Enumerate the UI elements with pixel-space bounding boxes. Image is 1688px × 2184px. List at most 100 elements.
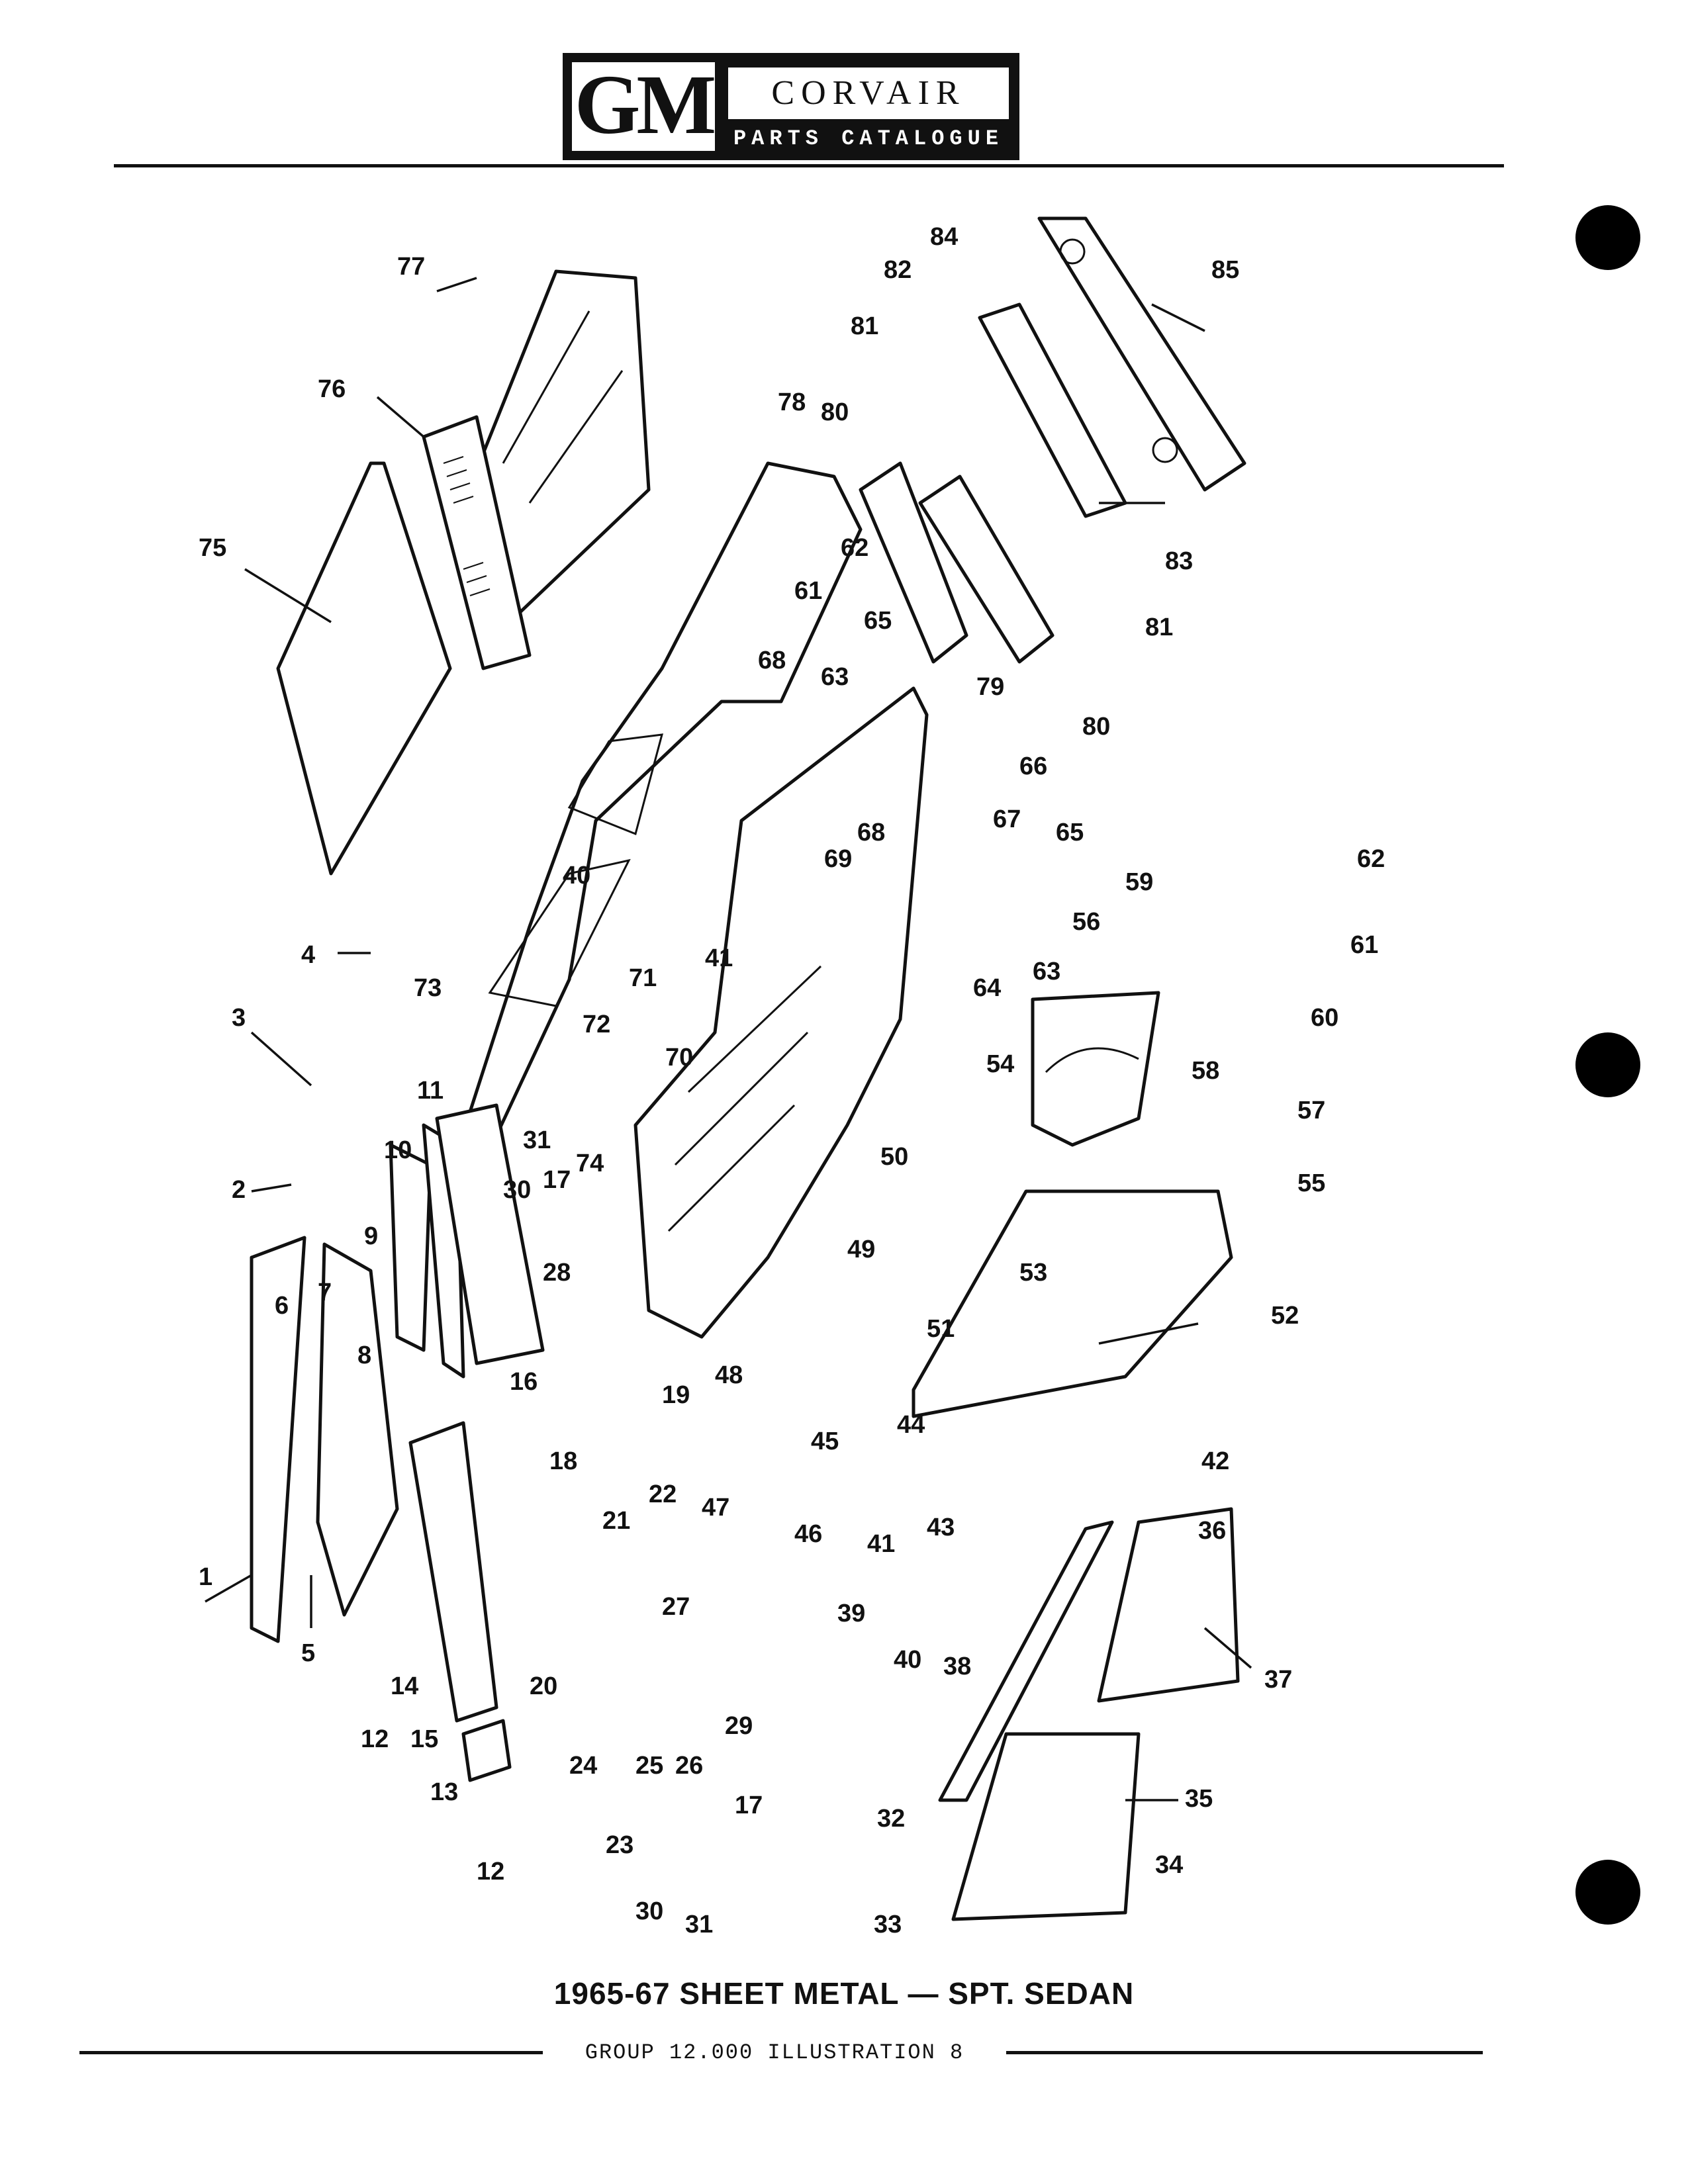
callout-84: 84 xyxy=(930,223,958,251)
part-floor-pan xyxy=(633,686,929,1339)
callout-37: 37 xyxy=(1264,1666,1292,1694)
callout-85: 85 xyxy=(1211,256,1239,284)
callout-57: 57 xyxy=(1297,1097,1325,1124)
part-front-rocker-13 xyxy=(408,1421,498,1723)
callout-15: 15 xyxy=(410,1725,438,1753)
callout-55: 55 xyxy=(1297,1169,1325,1197)
diagram-callouts: 1 2 3 4 5 6 7 8 9 10 11 12 12 13 14 15 1… xyxy=(199,223,1385,1938)
callout-78: 78 xyxy=(778,388,806,416)
callout-35: 35 xyxy=(1185,1785,1213,1813)
part-rocker-38 xyxy=(938,1520,1114,1802)
callout-17: 17 xyxy=(543,1166,571,1194)
callout-3: 3 xyxy=(232,1004,246,1032)
callout-40-b: 40 xyxy=(894,1646,921,1674)
callout-61-b: 61 xyxy=(1350,931,1378,959)
callout-59: 59 xyxy=(1125,868,1153,896)
gm-logo-mark: GM xyxy=(572,58,716,151)
callout-13: 13 xyxy=(430,1778,458,1806)
leader-37 xyxy=(1203,1627,1252,1669)
illustration-caption: 1965-67 SHEET METAL — SPT. SEDAN xyxy=(553,1976,1135,2011)
part-rear-door-35 xyxy=(951,1732,1141,1921)
callout-23: 23 xyxy=(606,1831,633,1859)
callout-28: 28 xyxy=(543,1259,571,1287)
callout-56: 56 xyxy=(1072,908,1100,936)
gm-corvair-logo: GM CORVAIR PARTS CATALOGUE xyxy=(563,53,1019,160)
callout-70: 70 xyxy=(665,1044,693,1071)
callout-71: 71 xyxy=(629,964,657,992)
part-rear-panel-79 xyxy=(918,475,1055,664)
part-rear-panel-83 xyxy=(978,302,1127,518)
callout-36: 36 xyxy=(1198,1517,1226,1545)
diagram-leader-lines xyxy=(205,277,1252,1801)
part-body-openings xyxy=(488,733,664,1007)
callout-21: 21 xyxy=(602,1507,630,1535)
callout-74: 74 xyxy=(576,1150,604,1177)
callout-79: 79 xyxy=(976,673,1004,701)
callout-41-b: 41 xyxy=(867,1530,895,1558)
part-quarter-panel-52 xyxy=(912,1189,1233,1418)
callout-69: 69 xyxy=(824,845,852,873)
callout-9: 9 xyxy=(364,1222,378,1250)
callout-2: 2 xyxy=(232,1176,246,1204)
callout-20: 20 xyxy=(530,1672,557,1700)
callout-17-b: 17 xyxy=(735,1792,763,1819)
illustration-reference-line: GROUP 12.000 ILLUSTRATION 8 xyxy=(79,2038,1483,2065)
callout-53: 53 xyxy=(1019,1259,1047,1287)
callout-60: 60 xyxy=(1311,1004,1338,1032)
leader-52 xyxy=(1098,1322,1199,1345)
callout-50: 50 xyxy=(880,1143,908,1171)
callout-75: 75 xyxy=(199,534,226,562)
part-front-panel-1 xyxy=(250,1236,306,1643)
callout-7: 7 xyxy=(318,1279,332,1306)
leader-2 xyxy=(251,1183,292,1193)
callout-18: 18 xyxy=(549,1447,577,1475)
callout-47: 47 xyxy=(702,1494,729,1522)
callout-63: 63 xyxy=(821,663,849,691)
callout-19: 19 xyxy=(662,1381,690,1409)
callout-66: 66 xyxy=(1019,752,1047,780)
gm-logo-text: GM xyxy=(574,58,716,152)
callout-32: 32 xyxy=(877,1805,905,1833)
callout-49: 49 xyxy=(847,1236,875,1263)
callout-80: 80 xyxy=(821,398,849,426)
part-wheelhouse-58 xyxy=(1031,991,1160,1147)
callout-48: 48 xyxy=(715,1361,743,1389)
callout-12-b: 12 xyxy=(477,1858,504,1886)
callout-51: 51 xyxy=(927,1315,955,1343)
callout-25: 25 xyxy=(635,1752,663,1780)
callout-14: 14 xyxy=(391,1672,418,1700)
part-deck-lid xyxy=(276,461,452,876)
callout-41: 41 xyxy=(705,944,733,972)
callout-39: 39 xyxy=(837,1600,865,1627)
callout-8: 8 xyxy=(357,1342,371,1369)
part-front-panel-11 xyxy=(435,1103,545,1365)
footer-rule-left xyxy=(79,2051,543,2054)
callout-4: 4 xyxy=(301,941,315,969)
callout-6: 6 xyxy=(275,1292,289,1320)
callout-10: 10 xyxy=(384,1136,412,1164)
callout-76: 76 xyxy=(318,375,346,403)
punch-hole-top xyxy=(1575,205,1640,270)
callout-1: 1 xyxy=(199,1563,212,1591)
callout-30-b: 30 xyxy=(635,1897,663,1925)
callout-22: 22 xyxy=(649,1480,677,1508)
callout-44: 44 xyxy=(897,1411,925,1439)
callout-5: 5 xyxy=(301,1639,315,1667)
leader-85 xyxy=(1151,303,1205,332)
callout-68-b: 68 xyxy=(857,819,885,846)
callout-72: 72 xyxy=(583,1011,610,1038)
callout-33: 33 xyxy=(874,1911,902,1938)
callout-12: 12 xyxy=(361,1725,389,1753)
callout-62-b: 62 xyxy=(1357,845,1385,873)
callout-16: 16 xyxy=(510,1368,538,1396)
callout-11: 11 xyxy=(417,1077,444,1105)
leader-76 xyxy=(376,396,425,438)
callout-77: 77 xyxy=(397,253,425,281)
diagram-parts xyxy=(250,216,1246,1921)
callout-30: 30 xyxy=(503,1176,531,1204)
header-rule xyxy=(114,164,1504,167)
callout-83: 83 xyxy=(1165,547,1193,575)
callout-58: 58 xyxy=(1192,1057,1219,1085)
callout-27: 27 xyxy=(662,1593,690,1621)
